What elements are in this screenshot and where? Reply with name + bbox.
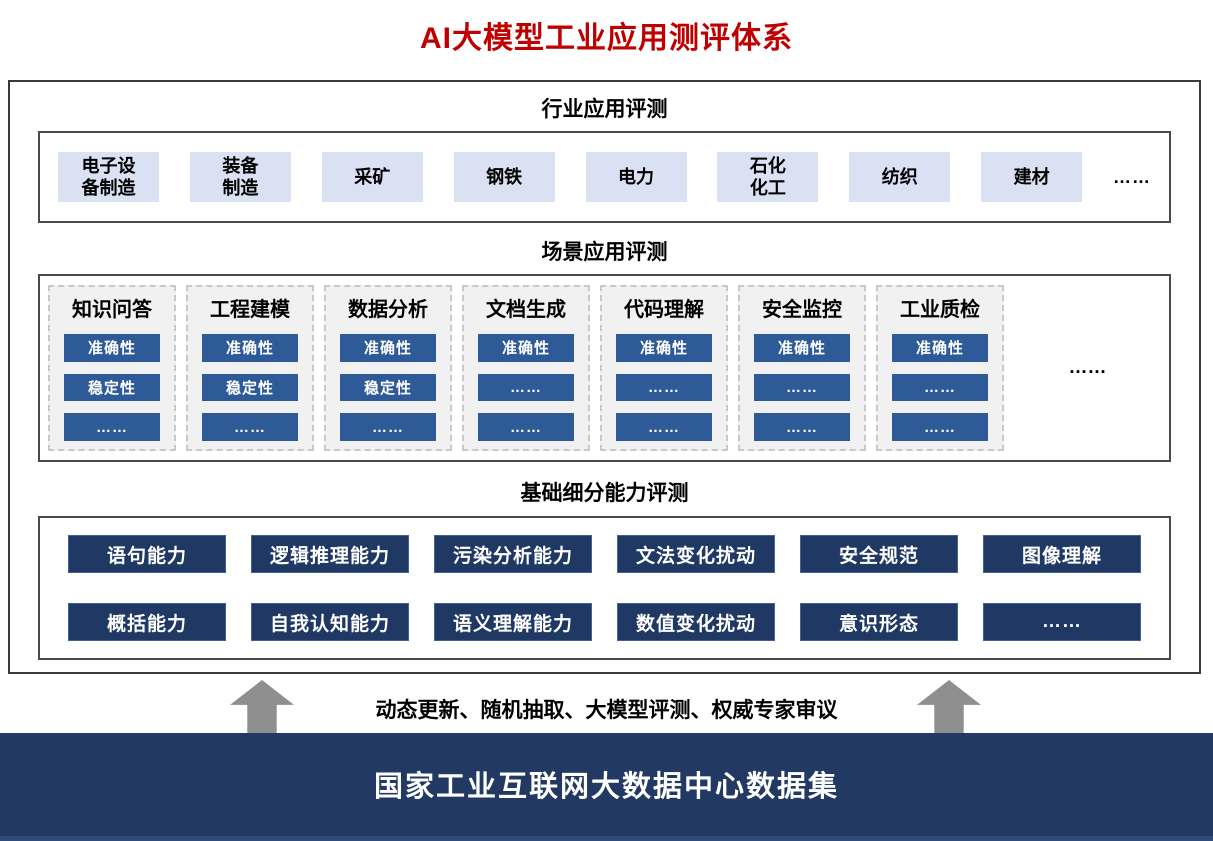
scenario-column: 工程建模 准确性 稳定性 …… — [186, 285, 314, 451]
scenario-column: 代码理解 准确性 …… …… — [600, 285, 728, 451]
capability-item: 意识形态 — [800, 603, 958, 641]
industry-item: 纺织 — [849, 152, 951, 202]
capability-item: 语义理解能力 — [434, 603, 592, 641]
capability-section-header: 基础细分能力评测 — [520, 482, 689, 505]
scenario-column: 知识问答 准确性 稳定性 …… — [48, 285, 176, 451]
scenario-column: 工业质检 准确性 …… …… — [876, 285, 1004, 451]
industry-item: 采矿 — [321, 152, 423, 202]
scenario-metric: 准确性 — [616, 334, 712, 362]
scenario-metric: 准确性 — [64, 334, 160, 362]
scenario-column: 文档生成 准确性 …… …… — [462, 285, 590, 451]
scenario-metric: …… — [616, 413, 712, 442]
capability-item: 数值变化扰动 — [617, 603, 775, 641]
capability-item: 安全规范 — [800, 535, 958, 573]
scenario-column-title: 工业质检 — [900, 299, 980, 321]
scenario-metric: 稳定性 — [64, 373, 160, 402]
scenario-metric: …… — [478, 373, 574, 402]
capability-item: 图像理解 — [983, 535, 1141, 573]
scenario-column-title: 知识问答 — [72, 299, 152, 321]
scenario-section-header: 场景应用评测 — [541, 241, 668, 264]
capability-item: …… — [983, 603, 1141, 641]
scenario-metric: …… — [64, 413, 160, 442]
capability-row: 概括能力 自我认知能力 语义理解能力 数值变化扰动 意识形态 …… — [68, 603, 1141, 641]
capability-section-box: 语句能力 逻辑推理能力 污染分析能力 文法变化扰动 安全规范 图像理解 概括能力… — [38, 516, 1171, 660]
scenario-metric: …… — [202, 413, 298, 442]
industry-more-ellipsis: …… — [1113, 166, 1151, 187]
scenario-metric: …… — [754, 373, 850, 402]
capability-row: 语句能力 逻辑推理能力 污染分析能力 文法变化扰动 安全规范 图像理解 — [68, 535, 1141, 573]
dataset-banner: 国家工业互联网大数据中心数据集 — [0, 733, 1213, 841]
pipeline-process-label: 动态更新、随机抽取、大模型评测、权威专家审议 — [375, 699, 838, 722]
industry-item: 装备 制造 — [189, 152, 291, 202]
scenario-more-ellipsis: …… — [1068, 357, 1107, 378]
industry-item: 电子设 备制造 — [58, 152, 159, 202]
capability-item: 污染分析能力 — [434, 535, 592, 573]
scenario-metric: …… — [478, 413, 574, 442]
scenario-section-box: 知识问答 准确性 稳定性 …… 工程建模 准确性 稳定性 …… 数据分析 准确性… — [38, 274, 1171, 462]
scenario-metric: …… — [754, 413, 850, 442]
industry-section-box: 电子设 备制造 装备 制造 采矿 钢铁 电力 石化 化工 纺织 建材 …… — [38, 131, 1171, 223]
scenario-column-title: 代码理解 — [624, 299, 704, 321]
capability-item: 逻辑推理能力 — [251, 535, 409, 573]
scenario-column-title: 安全监控 — [762, 299, 842, 321]
scenario-metric: 准确性 — [892, 334, 988, 362]
scenario-column-title: 工程建模 — [210, 299, 290, 321]
scenario-metric: …… — [892, 373, 988, 402]
scenario-metric: 稳定性 — [340, 373, 436, 402]
scenario-column: 数据分析 准确性 稳定性 …… — [324, 285, 452, 451]
scenario-metric: …… — [340, 413, 436, 442]
scenario-metric: 准确性 — [754, 334, 850, 362]
scenario-column-title: 数据分析 — [348, 299, 428, 321]
scenario-metric: 准确性 — [478, 334, 574, 362]
banner-bottom-strip — [0, 836, 1213, 841]
industry-item: 石化 化工 — [717, 152, 819, 202]
capability-item: 语句能力 — [68, 535, 226, 573]
evaluation-framework-panel: 行业应用评测 电子设 备制造 装备 制造 采矿 钢铁 电力 石化 化工 纺织 建… — [8, 80, 1201, 674]
industry-item: 钢铁 — [453, 152, 555, 202]
industry-item: 建材 — [981, 152, 1083, 202]
page-title: AI大模型工业应用测评体系 — [420, 22, 793, 55]
capability-item: 概括能力 — [68, 603, 226, 641]
capability-item: 文法变化扰动 — [617, 535, 775, 573]
scenario-column-title: 文档生成 — [486, 299, 566, 321]
scenario-metric: 稳定性 — [202, 373, 298, 402]
scenario-column: 安全监控 准确性 …… …… — [738, 285, 866, 451]
capability-item: 自我认知能力 — [251, 603, 409, 641]
industry-item: 电力 — [585, 152, 687, 202]
scenario-metric: 准确性 — [202, 334, 298, 362]
scenario-metric: …… — [616, 373, 712, 402]
scenario-metric: …… — [892, 413, 988, 442]
industry-section-header: 行业应用评测 — [541, 98, 668, 121]
dataset-banner-label: 国家工业互联网大数据中心数据集 — [373, 771, 839, 803]
scenario-metric: 准确性 — [340, 334, 436, 362]
